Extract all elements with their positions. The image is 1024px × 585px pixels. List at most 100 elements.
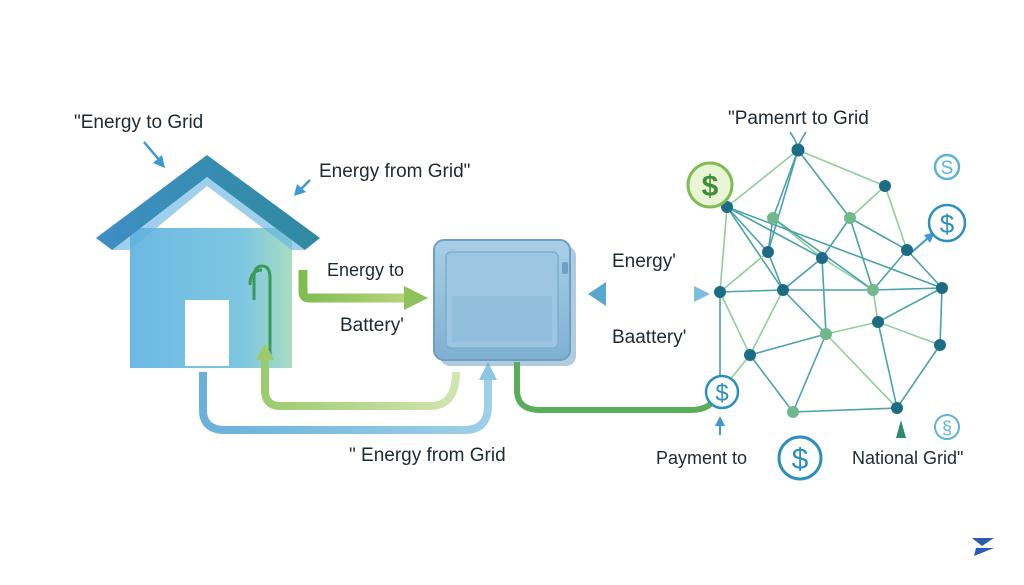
- grid-connection: [849, 185, 886, 219]
- grid-node: [777, 284, 789, 296]
- grid-node: [936, 282, 948, 294]
- coin-top-right: S: [933, 153, 961, 181]
- grid-node: [934, 339, 946, 351]
- arrow-house-to-battery: [298, 270, 428, 310]
- grid-connection: [719, 206, 728, 293]
- grid-connection: [792, 333, 827, 413]
- grid-connection: [749, 354, 794, 413]
- grid-connection: [719, 251, 769, 293]
- arrow-battery-to-house-inner: [256, 343, 460, 410]
- grid-connection: [726, 149, 799, 208]
- dollar-icon: $: [702, 170, 719, 203]
- grid-connection: [896, 344, 941, 409]
- grid-node: [791, 143, 805, 157]
- grid-connection: [821, 257, 827, 335]
- grid-node: [844, 212, 856, 224]
- grid-node: [867, 284, 879, 296]
- house-door: [185, 300, 229, 366]
- grid-connection: [792, 407, 898, 413]
- coin-icon: S: [941, 158, 954, 179]
- grid-connection: [884, 185, 908, 251]
- grid-node: [721, 201, 733, 213]
- grid-connection: [872, 287, 943, 291]
- coin-bottom-right: §: [934, 414, 960, 440]
- pointer-head: [294, 184, 306, 196]
- arrow-head: [694, 286, 710, 302]
- coin-dollar-right: $: [927, 203, 967, 243]
- battery: [433, 239, 576, 366]
- dollar-icon: $: [792, 443, 809, 476]
- label-battery-left: Battery': [340, 315, 404, 336]
- label-payment-to-grid-top: "Pamenrt to Grid: [728, 108, 869, 129]
- grid-connection: [726, 206, 784, 291]
- grid-node: [762, 246, 774, 258]
- grid-connection: [749, 333, 827, 356]
- grid-connection: [939, 287, 943, 346]
- arrow-grid-to-battery: [588, 282, 710, 306]
- house-roof: [96, 155, 320, 250]
- coin-dollar-payment: $: [704, 374, 740, 410]
- grid-node: [744, 349, 756, 361]
- grid-connection: [767, 149, 799, 253]
- coin-dollar-bottom: $: [777, 435, 823, 481]
- grid-node: [872, 316, 884, 328]
- label-energy-to-grid: "Energy to Grid: [74, 112, 204, 133]
- house-roof-front: [112, 177, 305, 250]
- arrow-head: [479, 362, 497, 380]
- grid-node: [820, 328, 832, 340]
- grid-connection: [726, 206, 823, 259]
- grid-connection: [782, 257, 823, 291]
- grid-connection: [825, 333, 898, 409]
- grid-connection: [849, 217, 874, 291]
- label-energy-to: Energy to: [327, 260, 405, 280]
- battery-terminal: [562, 262, 568, 274]
- battery-texture: [452, 296, 552, 342]
- house-outlet-hook: [248, 268, 263, 286]
- grid-connection: [872, 249, 908, 291]
- grid-connection: [719, 289, 784, 293]
- arrow-house-to-battery-outer: [199, 362, 497, 434]
- dollar-icon: $: [715, 380, 728, 407]
- grid-connection: [726, 206, 769, 253]
- grid-connection: [726, 206, 943, 289]
- grid-node: [787, 406, 799, 418]
- grid-connection: [849, 217, 908, 251]
- grid-connection: [821, 217, 851, 259]
- coin-dollar-green: $: [686, 161, 734, 209]
- label-national-grid: National Grid": [852, 448, 964, 468]
- label-energy-from-grid-bottom: " Energy from Grid: [349, 445, 506, 466]
- grid-connection: [877, 287, 943, 323]
- grid-network: [714, 131, 948, 418]
- grid-connection: [877, 321, 898, 409]
- label-battery-right: Baattery': [612, 327, 687, 348]
- grid-connection: [877, 321, 941, 346]
- arrow-battery-to-grid: [514, 362, 719, 413]
- grid-node: [891, 402, 903, 414]
- grid-connection: [719, 291, 751, 356]
- grid-connection: [797, 149, 886, 187]
- grid-connection: [825, 321, 879, 335]
- grid-node: [879, 180, 891, 192]
- label-payment-to: Payment to: [656, 448, 748, 468]
- arrow-head: [404, 286, 428, 310]
- grid-connection: [749, 289, 784, 356]
- grid-node: [714, 286, 726, 298]
- corner-logo-icon: [972, 538, 994, 556]
- coin-icon: §: [942, 418, 952, 438]
- grid-connection: [906, 249, 943, 289]
- pointer-head: [896, 420, 906, 438]
- pointer-head: [715, 416, 725, 426]
- label-energy-right: Energy': [612, 251, 676, 272]
- house: [96, 155, 320, 368]
- grid-node: [767, 212, 779, 224]
- grid-connection: [767, 251, 784, 291]
- arrow-head: [588, 282, 606, 306]
- dollar-icon: $: [940, 209, 955, 239]
- grid-node: [816, 252, 828, 264]
- arrow-head: [256, 343, 274, 360]
- grid-connection: [782, 289, 827, 335]
- label-energy-from-grid-top: Energy from Grid": [319, 161, 471, 182]
- grid-connection: [797, 149, 851, 219]
- grid-node: [901, 244, 913, 256]
